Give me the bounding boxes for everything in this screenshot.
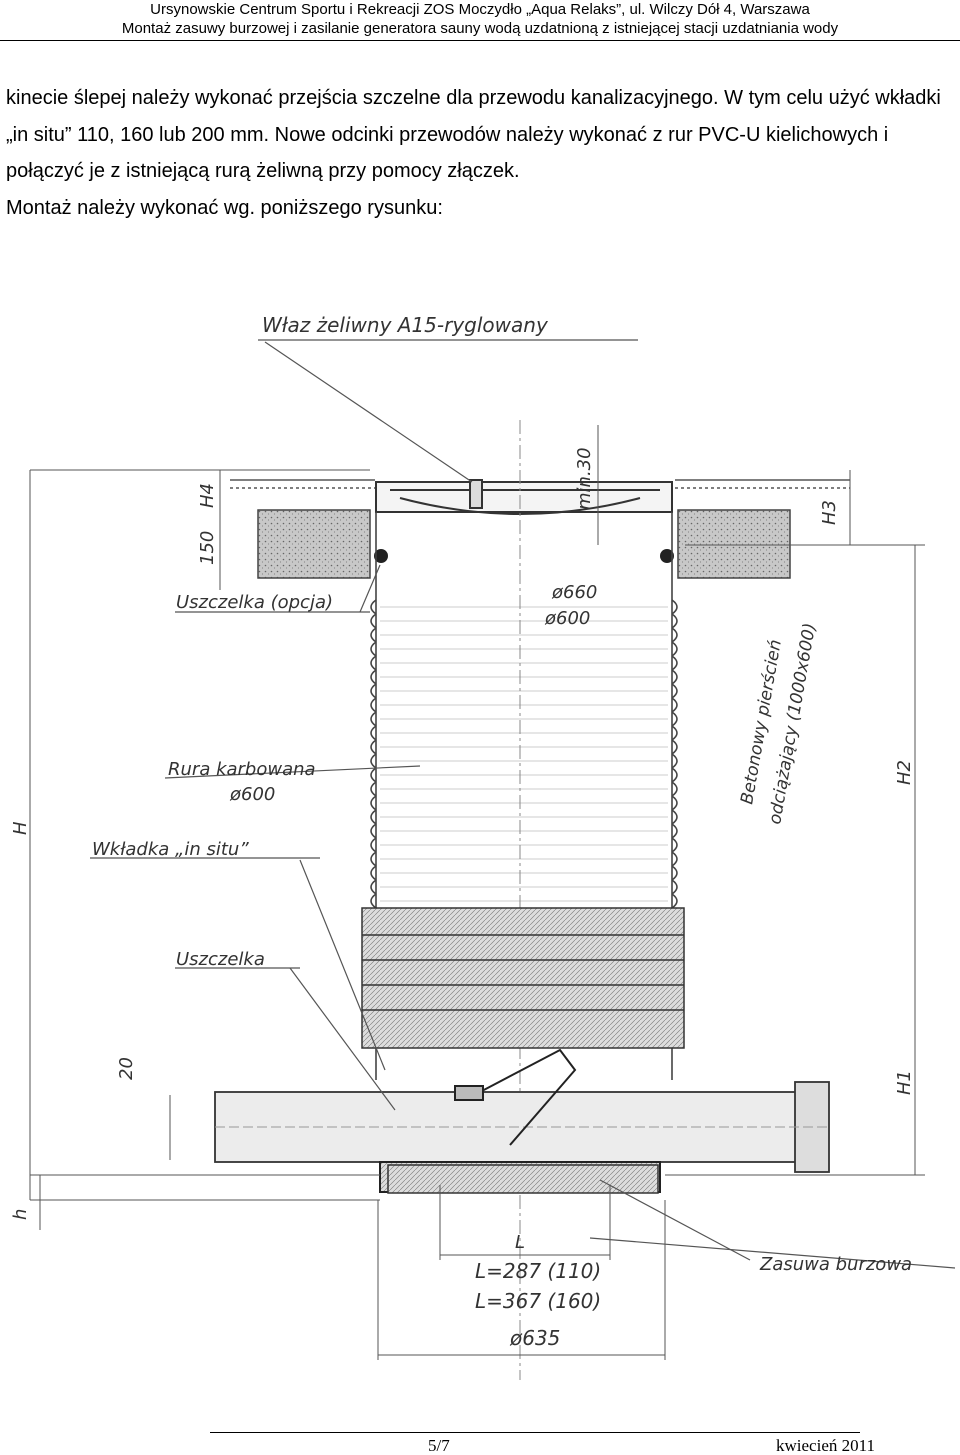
footer-date: kwiecień 2011 [776, 1436, 875, 1455]
page-number: 5/7 [428, 1436, 450, 1455]
pipe-rib [370, 627, 678, 643]
label-storm-valve: Zasuwa burzowa [759, 1254, 912, 1275]
label-insert: Wkładka „in situ” [92, 839, 249, 860]
label-L1: L=287 (110) [475, 1259, 601, 1283]
pipe-rib [370, 879, 678, 895]
label-corrugated-pipe: Rura karbowana [168, 759, 316, 780]
label-L2: L=367 (160) [475, 1289, 601, 1313]
pipe-rib [370, 865, 678, 881]
label-h: h [10, 1209, 31, 1220]
pipe-rib [370, 725, 678, 741]
label-H1: H1 [894, 1070, 915, 1095]
header-divider [0, 40, 960, 41]
label-dim-inner: ø600 [544, 608, 590, 629]
body-text: kinecie ślepej należy wykonać przejścia … [6, 80, 956, 226]
pipe-rib [370, 683, 678, 699]
pipe-rib [370, 767, 678, 783]
pipe-rib [370, 711, 678, 727]
body-paragraph: kinecie ślepej należy wykonać przejścia … [6, 87, 941, 183]
pipe-rib [370, 669, 678, 685]
label-H2: H2 [894, 760, 915, 785]
pipe-rib [370, 837, 678, 853]
label-corrugated-pipe-dim: ø600 [229, 784, 275, 805]
concrete-ring-left [257, 509, 371, 579]
label-dim-base: ø635 [509, 1326, 560, 1350]
technical-drawing: Właz żeliwny A15-ryglowany Uszczelka (op… [10, 313, 956, 1380]
page-footer: 5/7 kwiecień 2011 [0, 1437, 960, 1455]
pipe-rib [370, 641, 678, 657]
pipe-rib [370, 613, 678, 629]
label-dim-150: 150 [197, 531, 218, 565]
pipe-rib [370, 893, 678, 909]
pipe-rib [370, 655, 678, 671]
pipe-rib [370, 781, 678, 797]
label-dim-outer: ø660 [551, 582, 597, 603]
label-H4: H4 [197, 483, 218, 508]
manhole-base [387, 1164, 659, 1194]
pipe-rib [370, 739, 678, 755]
header-subtitle: Montaż zasuwy burzowej i zasilanie gener… [121, 20, 839, 37]
page-header: Ursynowskie Centrum Sportu i Rekreacji Z… [0, 0, 960, 38]
pipe-rib [370, 851, 678, 867]
header-title: Ursynowskie Centrum Sportu i Rekreacji Z… [150, 1, 810, 18]
pipe-rib [370, 795, 678, 811]
label-gasket: Uszczelka [176, 949, 265, 970]
pipe-rib [370, 823, 678, 839]
gasket-top [374, 549, 674, 563]
pipe-rib [370, 809, 678, 825]
ground-lines [230, 479, 850, 489]
horizontal-pipe [214, 1081, 830, 1173]
figure-caption: Montaż należy wykonać wg. poniższego rys… [6, 196, 443, 219]
corrugated-pipe [370, 512, 678, 1080]
pipe-rib [370, 697, 678, 713]
label-H3: H3 [819, 500, 840, 525]
pipe-rib [370, 753, 678, 769]
manhole-cover [375, 479, 673, 515]
pipe-rib [370, 599, 678, 615]
label-manhole-cover: Właz żeliwny A15-ryglowany [262, 313, 549, 337]
label-L: L [515, 1232, 525, 1253]
label-dim-20: 20 [116, 1057, 137, 1080]
label-dim-min: min.30 [574, 447, 595, 510]
concrete-ring-right [677, 509, 791, 579]
leader-lines [90, 339, 956, 1269]
insert-block [361, 907, 685, 1049]
label-H: H [10, 821, 31, 835]
dimension-lines [29, 425, 925, 1360]
label-gasket-optional: Uszczelka (opcja) [176, 592, 333, 613]
footer-divider [210, 1432, 860, 1433]
